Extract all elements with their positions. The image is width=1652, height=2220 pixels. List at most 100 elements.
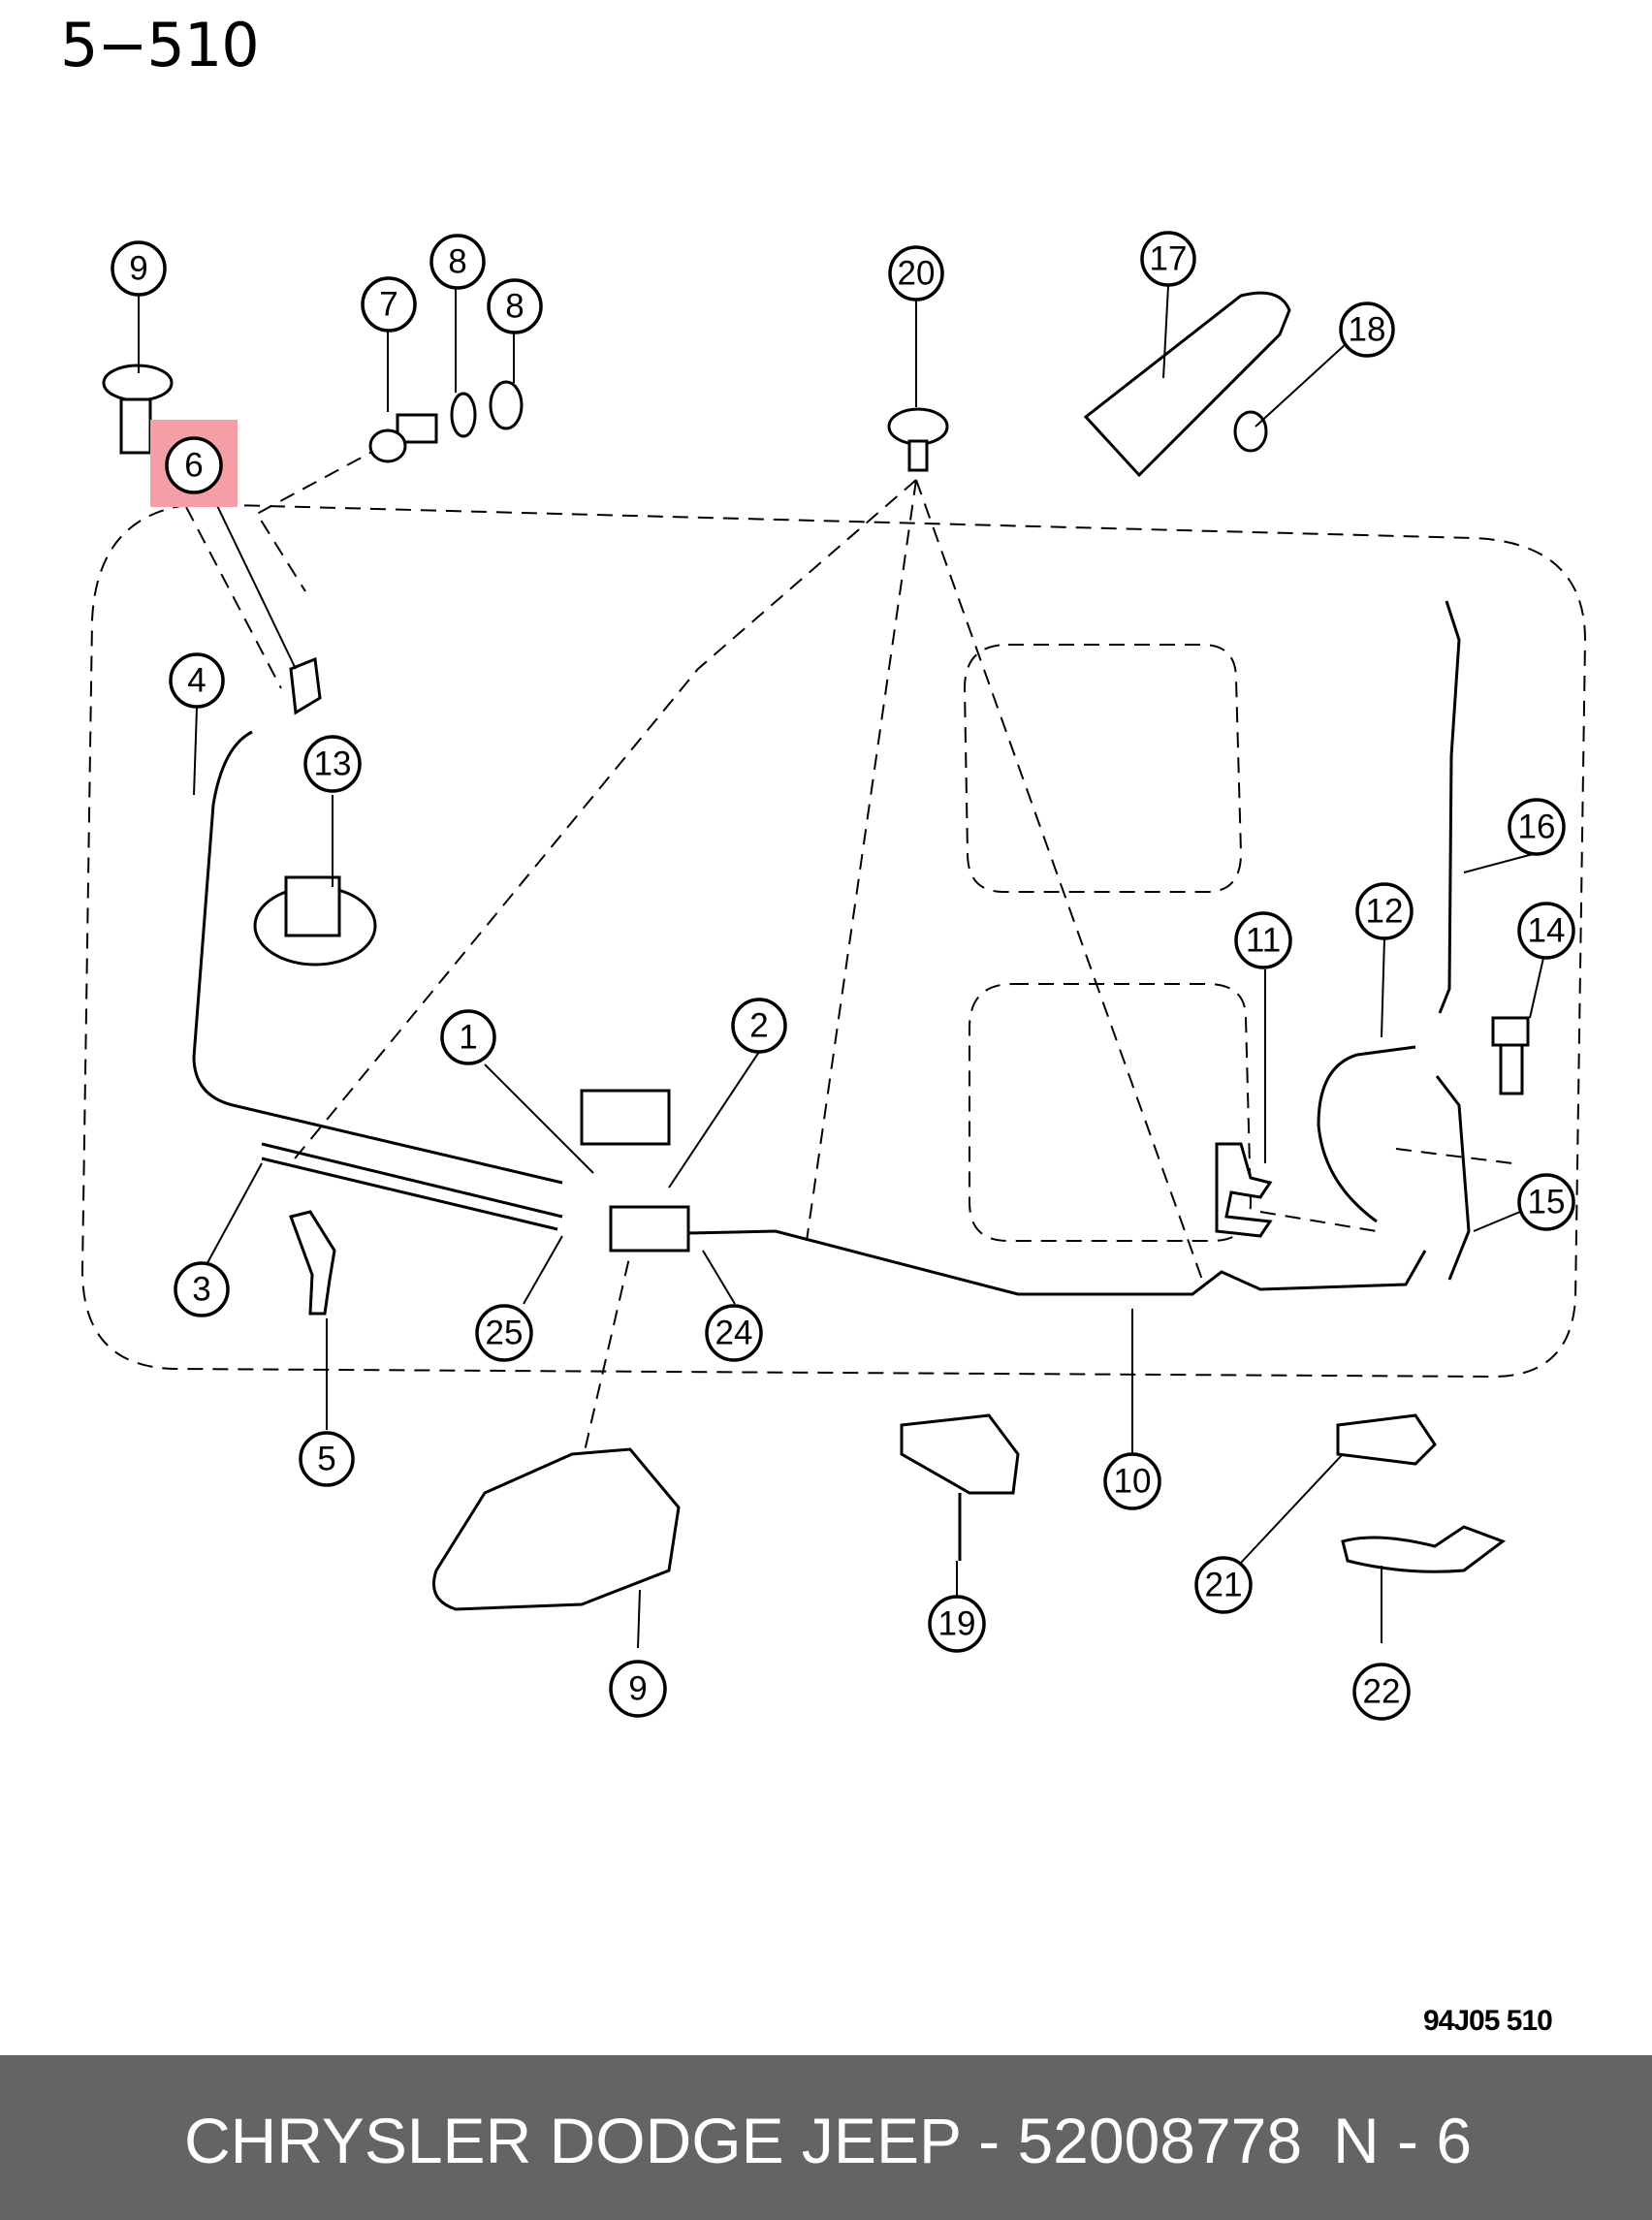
callout-18: 17 — [1140, 231, 1196, 287]
diagram-shape — [169, 652, 225, 709]
heat-shield-18 — [1083, 291, 1291, 478]
floor-panel-lower — [969, 983, 1253, 1242]
callout-4: 4 — [169, 652, 225, 709]
diagram-shape — [284, 875, 341, 937]
diagram-shape: 22 — [1363, 1673, 1401, 1711]
footer-bar: CHRYSLER DODGE JEEP - 52008778 N - 6 — [0, 2055, 1652, 2220]
junction-block — [609, 1205, 690, 1253]
diagram-shape — [1491, 1016, 1530, 1047]
diagram-shape: 21 — [1205, 1567, 1243, 1604]
diagram-shape — [888, 245, 944, 301]
diagram-shape: 14 — [1528, 912, 1566, 950]
diagram-shape: 7 — [379, 286, 397, 324]
page-code: 5−510 — [60, 10, 260, 80]
callout-22: 21 — [1194, 1556, 1253, 1614]
diagram-shape: 11 — [1246, 922, 1281, 960]
diagram-shape: 2 — [749, 1007, 768, 1045]
valve-block — [580, 1089, 671, 1146]
callout-leaders — [138, 285, 1544, 1649]
rear-brake-line-11 — [687, 1229, 1427, 1296]
bracket-12 — [1215, 1142, 1273, 1238]
bracket-23 — [1341, 1525, 1507, 1573]
bolt-7 — [368, 413, 438, 463]
diagram-shape — [1103, 1452, 1161, 1510]
clip-22 — [1336, 1413, 1437, 1466]
diagram-shape — [487, 278, 543, 334]
callout-5: 5 — [299, 1431, 355, 1487]
callout-20: 19 — [928, 1595, 986, 1653]
bracket-14 — [253, 875, 377, 967]
diagram-shape — [523, 1235, 563, 1305]
diagram-shape: 15 — [1528, 1184, 1566, 1221]
brake-lines-diagram: 9 8 7 8 20 17 18 6 4 13 16 12 11 14 1 2 … — [80, 231, 1587, 1721]
diagram-shape: 6 — [184, 447, 203, 485]
callout-11: 10 — [1103, 1452, 1161, 1510]
diagram-shape — [1234, 911, 1292, 969]
diagram-shape: 9 — [129, 250, 147, 288]
diagram-shape — [299, 1431, 355, 1487]
diagram-shape — [668, 1051, 760, 1189]
diagram-shape — [440, 1009, 496, 1065]
diagram-shape — [484, 1063, 594, 1174]
callout-16: 15 — [1517, 1173, 1575, 1231]
diagram-shape: 5 — [317, 1441, 335, 1478]
callout-7: 7 — [361, 276, 417, 333]
callout-17: 16 — [1508, 798, 1566, 856]
callout-6: 6 — [165, 436, 223, 494]
diagram-shape: 9 — [628, 1670, 647, 1708]
diagram-shape: 13 — [314, 745, 352, 783]
diagram-shape — [1233, 410, 1268, 453]
washer-8a — [450, 392, 477, 438]
fitting-6 — [289, 656, 322, 715]
drawing-code: 94J05 510 — [1423, 2005, 1553, 2037]
diagram-shape — [1352, 1663, 1411, 1721]
diagram-shape: 25 — [486, 1315, 524, 1352]
diagram-shape — [1517, 902, 1575, 960]
diagram-shape — [1499, 1043, 1524, 1095]
diagram-shape — [475, 1304, 533, 1362]
diagram-shape — [368, 428, 407, 463]
diagram-shape — [1339, 301, 1395, 358]
diagram-shape — [1162, 285, 1169, 379]
callout-21: 20 — [888, 245, 944, 301]
floor-panel-upper — [963, 644, 1243, 893]
bolt-19 — [1233, 410, 1268, 453]
diagram-shape — [887, 407, 949, 446]
diagram-shape — [174, 1261, 230, 1317]
chassis-outline — [80, 502, 1587, 1379]
footer-position: N - 6 — [1333, 2105, 1473, 2176]
callout-24: 24 — [705, 1304, 763, 1362]
diagram-shape: 20 — [898, 255, 936, 293]
diagram-shape — [731, 998, 787, 1054]
diagram-shape — [1255, 343, 1347, 428]
diagram-shape — [209, 491, 297, 670]
diagram-shape — [1463, 852, 1538, 873]
callout-25: 25 — [475, 1304, 533, 1362]
diagram-shape — [303, 735, 362, 793]
diagram-shape: 24 — [715, 1315, 753, 1352]
diagram-shape — [609, 1660, 667, 1718]
diagram-shape: 3 — [192, 1271, 210, 1309]
callout-13: 12 — [1355, 882, 1414, 940]
diagram-shape — [119, 397, 152, 455]
diagram-shape — [1194, 1556, 1253, 1614]
callout-14: 13 — [303, 735, 362, 793]
bolt-9 — [102, 364, 174, 455]
diagram-shape — [702, 1250, 736, 1305]
callout-10: 9 — [609, 1660, 667, 1718]
diagram-shape — [705, 1304, 763, 1362]
brake-hose-13 — [1317, 1045, 1416, 1223]
callout-9: 9 — [111, 240, 167, 297]
diagram-shape — [111, 240, 167, 297]
diagram-shape — [429, 234, 486, 290]
callout-8a: 8 — [429, 234, 486, 290]
diagram-shape — [193, 707, 198, 796]
diagram-shape: 19 — [938, 1605, 976, 1643]
diagram-shape: 4 — [187, 662, 206, 700]
diagram-shape: 8 — [505, 288, 524, 326]
diagram-shape — [928, 1595, 986, 1653]
callout-1: 1 — [440, 1009, 496, 1065]
diagram-shape — [1517, 1173, 1575, 1231]
clip-21 — [887, 407, 949, 472]
brake-line-3-25 — [261, 1142, 563, 1231]
